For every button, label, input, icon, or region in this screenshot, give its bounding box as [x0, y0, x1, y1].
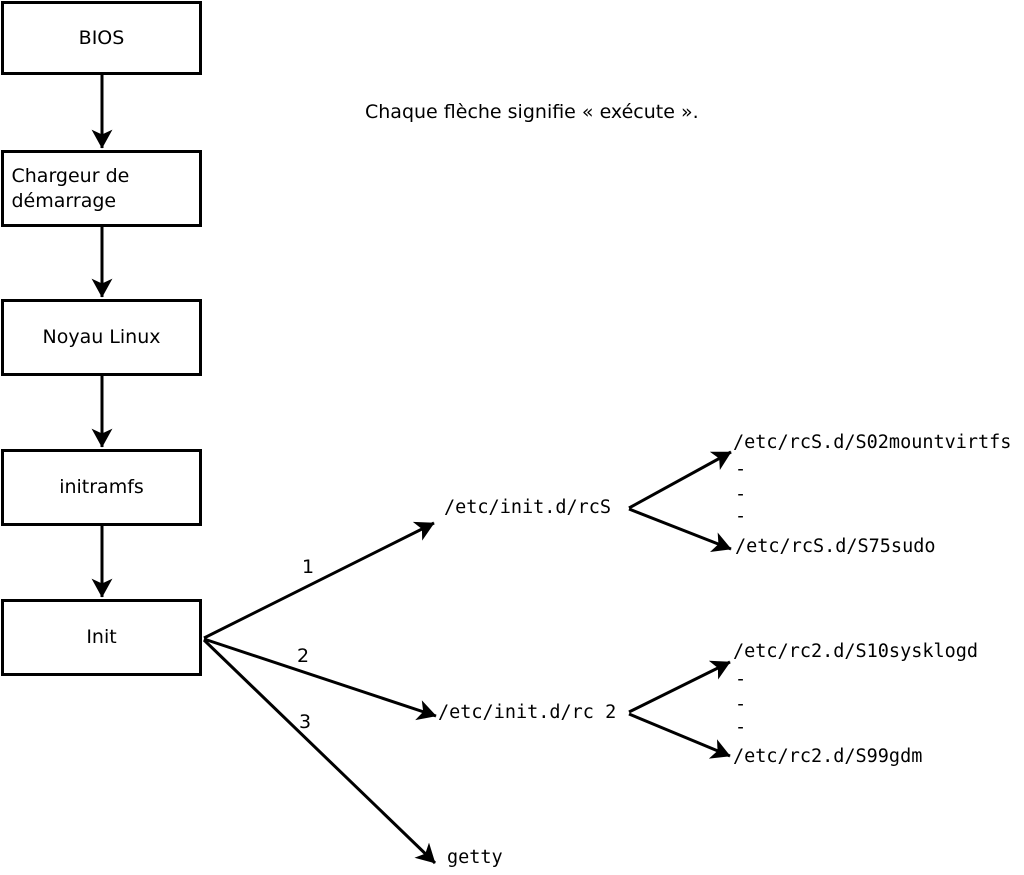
arrow-init-to-rc2: [203, 637, 437, 721]
diagram-caption: Chaque flèche signifie « exécute ».: [365, 101, 699, 123]
flowchart-box-kernel-label: Noyau Linux: [42, 326, 161, 348]
path-etc-init-d-rc2: /etc/init.d/rc 2: [438, 702, 617, 723]
path-etc-init-d-rcs: /etc/init.d/rcS: [444, 497, 612, 518]
ellipsis-dash: -: [735, 459, 747, 480]
flowchart-box-bios-label: BIOS: [78, 26, 125, 49]
path-rcs-s02mountvirtfs: /etc/rcS.d/S02mountvirtfs: [733, 432, 1012, 453]
flowchart-box-init-label: Init: [86, 626, 117, 648]
flowchart-box-initramfs-label: initramfs: [59, 476, 144, 498]
path-rc2-s99gdm: /etc/rc2.d/S99gdm: [733, 746, 923, 767]
arrow-rc2-to-s99gdm: [628, 712, 731, 759]
ellipsis-dash: -: [735, 669, 747, 690]
ellipsis-dash: -: [735, 484, 747, 505]
flowchart-box-bootloader-label: Chargeur de démarrage: [11, 164, 130, 212]
flowchart-box-init: Init: [1, 599, 202, 676]
arrow-rcs-to-s75sudo: [628, 507, 732, 553]
arrow-number-3: 3: [299, 711, 312, 733]
arrow-number-1: 1: [302, 556, 315, 578]
flowchart-box-bootloader: Chargeur de démarrage: [1, 150, 202, 227]
flowchart-box-bios: BIOS: [1, 1, 202, 75]
ellipsis-dash: -: [735, 506, 747, 527]
path-getty: getty: [447, 847, 503, 868]
arrow-rc2-to-s10sysklogd: [628, 660, 731, 714]
path-rc2-s10sysklogd: /etc/rc2.d/S10sysklogd: [733, 641, 979, 662]
ellipsis-dash: -: [735, 694, 747, 715]
flowchart-box-kernel: Noyau Linux: [1, 299, 202, 376]
arrow-init-to-getty: [202, 638, 437, 865]
path-rcs-s75sudo: /etc/rcS.d/S75sudo: [735, 536, 936, 557]
arrow-number-2: 2: [297, 645, 310, 667]
arrow-init-to-rcs: [203, 521, 435, 640]
ellipsis-dash: -: [735, 717, 747, 738]
flowchart-box-initramfs: initramfs: [1, 449, 202, 526]
arrow-rcs-to-s02mountvirtfs: [628, 450, 732, 510]
